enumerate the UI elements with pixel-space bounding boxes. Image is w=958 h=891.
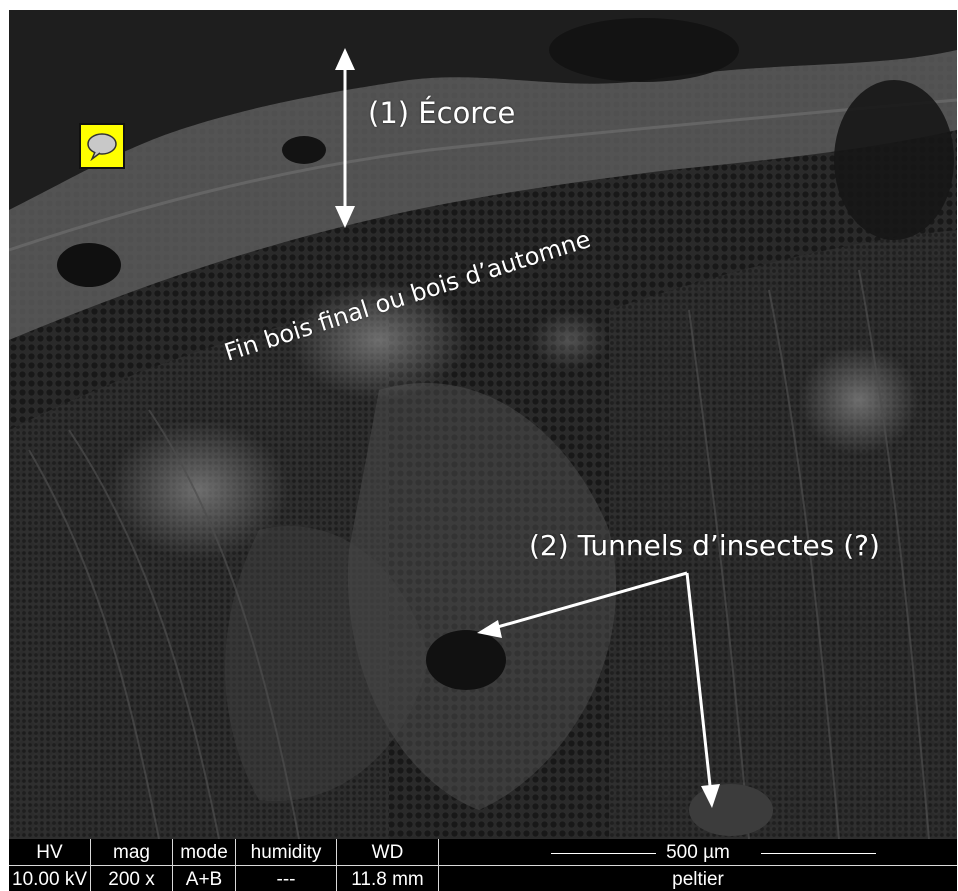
databar-hv: HV 10.00 kV xyxy=(9,839,91,891)
operator-name: peltier xyxy=(672,869,724,890)
arrow-head-up xyxy=(335,48,355,70)
annotation-tunnels: (2) Tunnels d’insectes (?) xyxy=(529,529,880,562)
databar-mode: mode A+B xyxy=(173,839,236,891)
arrow-head-down xyxy=(335,206,355,228)
mode-header: mode xyxy=(180,842,228,863)
hv-value: 10.00 kV xyxy=(12,869,87,890)
micrograph-frame: (1) Écorce Fin bois final ou bois d’auto… xyxy=(9,10,957,891)
sem-databar: HV 10.00 kV mag 200 x mode A+B humidity … xyxy=(9,839,957,891)
databar-wd: WD 11.8 mm xyxy=(337,839,439,891)
arrow-head-tunnel-2 xyxy=(701,784,720,808)
databar-scale: 500 µm peltier xyxy=(439,839,957,891)
mag-header: mag xyxy=(113,842,150,863)
humidity-value: --- xyxy=(276,869,296,890)
speech-bubble-icon[interactable] xyxy=(79,123,125,169)
mode-value: A+B xyxy=(185,869,223,890)
scale-bar-right xyxy=(761,853,876,854)
scale-bar-label: 500 µm xyxy=(666,842,730,863)
databar-humidity: humidity --- xyxy=(236,839,337,891)
scale-bar-left xyxy=(551,853,656,854)
annotation-ecorce: (1) Écorce xyxy=(368,96,516,130)
mag-value: 200 x xyxy=(108,869,155,890)
databar-mag: mag 200 x xyxy=(91,839,173,891)
humidity-header: humidity xyxy=(250,842,322,863)
annotation-arrows xyxy=(343,60,713,796)
sem-micrograph xyxy=(9,10,957,839)
arrow-head-tunnel-1 xyxy=(477,620,502,638)
wd-header: WD xyxy=(371,842,404,863)
hv-header: HV xyxy=(36,842,63,863)
wd-value: 11.8 mm xyxy=(351,869,424,890)
